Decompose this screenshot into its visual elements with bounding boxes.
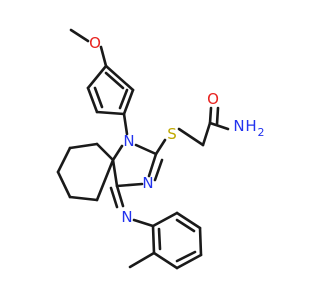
bond xyxy=(122,112,129,136)
atom-label-oxygen-amide: O xyxy=(207,90,219,108)
atom-label-amide-h-subscript: 2 xyxy=(258,126,265,139)
bond xyxy=(151,211,179,228)
bond xyxy=(68,142,99,150)
bond xyxy=(95,110,126,116)
bond xyxy=(56,146,72,174)
bond-double-inner xyxy=(215,106,220,126)
bond xyxy=(95,142,115,162)
bond xyxy=(175,211,202,230)
bond xyxy=(122,88,135,116)
bond-double-inner xyxy=(175,250,197,263)
molecule-canvas: O N S O N H 2 N N xyxy=(56,28,265,270)
bond-double-inner xyxy=(118,88,129,110)
bond xyxy=(99,45,108,68)
bond xyxy=(115,182,144,188)
bond xyxy=(208,106,213,125)
bond xyxy=(104,64,135,92)
bond-double-inner xyxy=(153,158,164,182)
imidazole-ring xyxy=(111,143,164,188)
bond xyxy=(147,152,158,178)
atom-label-amide-nitrogen: N xyxy=(233,117,244,135)
bond xyxy=(201,121,212,147)
bond xyxy=(69,28,90,43)
bond-double-inner xyxy=(109,186,119,209)
atom-label-nitrogen-ring-1: N xyxy=(123,132,134,150)
bond xyxy=(128,251,156,269)
cyclohexane-ring xyxy=(56,142,115,202)
bond xyxy=(177,127,205,147)
bond xyxy=(111,144,124,162)
bond xyxy=(95,158,115,202)
bond xyxy=(86,86,99,114)
atom-label-nitrogen-ring-3: N xyxy=(142,174,153,192)
bond xyxy=(56,170,72,199)
bond xyxy=(154,138,167,156)
bond xyxy=(111,158,119,188)
bond-double-inner xyxy=(93,86,104,109)
bond-double-inner xyxy=(175,218,196,233)
atom-label-sulfur: S xyxy=(167,125,177,143)
atom-label-oxygen-methoxy: O xyxy=(89,34,101,52)
bond-double-inner xyxy=(157,227,162,251)
atom-label-nitrogen-imine: N xyxy=(121,208,132,226)
bond xyxy=(151,224,156,255)
bond xyxy=(152,251,179,270)
tolyl-ring xyxy=(151,211,203,270)
structure-diagram: O N S O N H 2 N N xyxy=(56,28,265,270)
bond xyxy=(208,121,230,131)
atom-label-amide-hydrogen: H xyxy=(245,117,256,135)
bond xyxy=(68,195,99,202)
bond xyxy=(134,143,158,156)
bond xyxy=(175,253,203,270)
bond xyxy=(132,218,155,228)
bond xyxy=(198,226,203,257)
bond-double-inner xyxy=(104,71,125,90)
bond xyxy=(86,64,108,90)
methoxyphenyl-ring xyxy=(86,64,135,116)
bond xyxy=(115,184,125,208)
